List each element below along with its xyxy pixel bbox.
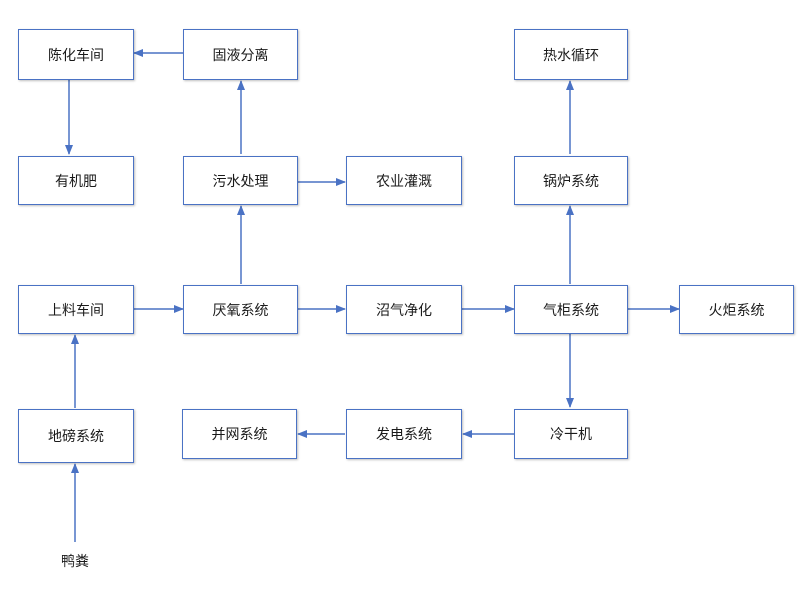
node-yanyang-xitong: 厌氧系统 xyxy=(183,285,298,334)
node-chenhua-chejian: 陈化车间 xyxy=(18,29,134,80)
source-label-yafen: 鸭粪 xyxy=(61,554,89,570)
node-nongye-guangai: 农业灌溉 xyxy=(346,156,462,205)
node-huoju-xitong: 火炬系统 xyxy=(679,285,794,334)
node-lenganji: 冷干机 xyxy=(514,409,628,459)
node-reshui-xunhuan: 热水循环 xyxy=(514,29,628,80)
node-guye-fenli: 固液分离 xyxy=(183,29,298,80)
node-guolu-xitong: 锅炉系统 xyxy=(514,156,628,205)
node-fadian-xitong: 发电系统 xyxy=(346,409,462,459)
node-shangliao-chejian: 上料车间 xyxy=(18,285,134,334)
node-dibang-xitong: 地磅系统 xyxy=(18,409,134,463)
node-qigui-xitong: 气柜系统 xyxy=(514,285,628,334)
node-youjifei: 有机肥 xyxy=(18,156,134,205)
node-wushui-chuli: 污水处理 xyxy=(183,156,298,205)
node-zhaoqi-jinghua: 沼气净化 xyxy=(346,285,462,334)
node-bingwang-xitong: 并网系统 xyxy=(182,409,297,459)
